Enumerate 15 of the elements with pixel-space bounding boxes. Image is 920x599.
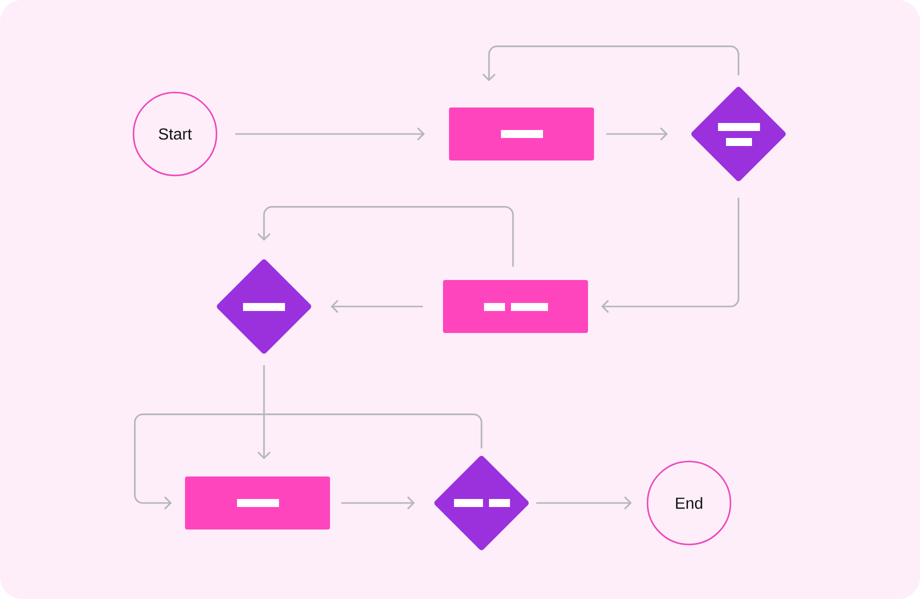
arrow bbox=[536, 496, 632, 510]
arrow bbox=[134, 414, 482, 510]
arrow bbox=[341, 496, 415, 510]
arrow bbox=[606, 127, 668, 141]
decision-diamond bbox=[216, 259, 312, 354]
arrow bbox=[257, 206, 514, 267]
arrow bbox=[235, 127, 425, 141]
arrow bbox=[601, 198, 740, 314]
decision-diamond bbox=[434, 456, 529, 550]
arrow bbox=[257, 365, 271, 460]
process-box bbox=[185, 476, 330, 530]
process-box bbox=[443, 280, 588, 333]
arrow bbox=[330, 300, 423, 314]
arrow bbox=[482, 46, 740, 82]
process-box bbox=[449, 108, 594, 160]
